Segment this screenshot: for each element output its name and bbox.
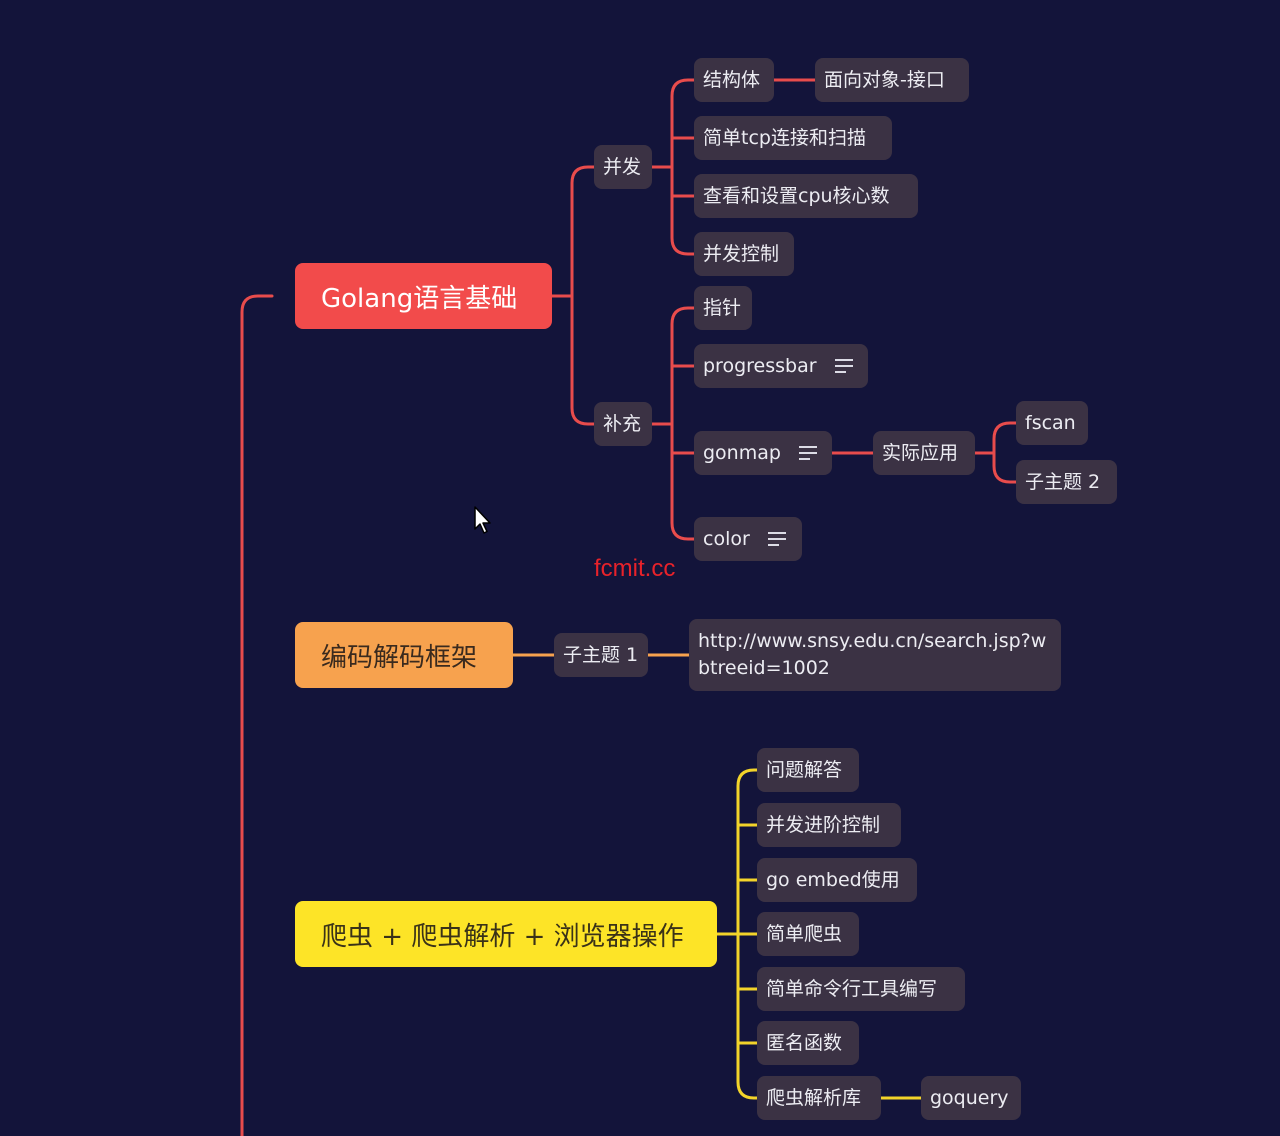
node-jiegouti[interactable]: 结构体: [694, 58, 774, 102]
node-fscan[interactable]: fscan: [1016, 401, 1088, 445]
connector-pachong-top: [736, 768, 759, 936]
root-spine: [240, 294, 274, 1136]
node-cpu[interactable]: 查看和设置cpu核心数: [694, 174, 918, 218]
node-zizhuti-2[interactable]: 子主题 2: [1016, 460, 1117, 504]
node-tcp[interactable]: 简单tcp连接和扫描: [694, 116, 892, 160]
connector-shiji-fscan: [992, 421, 1018, 455]
connector-pachong-bottom: [736, 932, 759, 1100]
node-binfa-kongzhi[interactable]: 并发控制: [694, 232, 794, 276]
note-icon[interactable]: [798, 446, 817, 460]
node-shiji-yingyong[interactable]: 实际应用: [873, 431, 975, 475]
node-progressbar[interactable]: progressbar: [694, 344, 868, 388]
note-icon[interactable]: [834, 359, 853, 373]
connector-binfa-top: [670, 78, 696, 169]
node-mingling-gongju[interactable]: 简单命令行工具编写: [757, 967, 965, 1011]
node-buchong[interactable]: 补充: [594, 402, 652, 446]
node-zizhuti-1[interactable]: 子主题 1: [554, 633, 648, 677]
connector-binfa-bottom: [670, 165, 696, 256]
node-url[interactable]: http://www.snsy.edu.cn/search.jsp?wbtree…: [689, 619, 1061, 691]
node-go-embed[interactable]: go embed使用: [757, 858, 917, 902]
note-icon[interactable]: [767, 532, 786, 546]
node-niming-hanshu[interactable]: 匿名函数: [757, 1021, 859, 1065]
mouse-cursor-icon: [474, 506, 491, 534]
node-gonmap[interactable]: gonmap: [694, 431, 832, 475]
node-binfa-jinjie[interactable]: 并发进阶控制: [757, 803, 901, 847]
node-zhizhen[interactable]: 指针: [694, 286, 752, 330]
main-node-golang[interactable]: Golang语言基础: [295, 263, 552, 329]
main-node-bianma[interactable]: 编码解码框架: [295, 622, 513, 688]
connector-golang-buchong: [570, 294, 596, 426]
node-progressbar-label: progressbar: [703, 355, 817, 377]
node-color[interactable]: color: [694, 517, 802, 561]
node-jiandan-pachong[interactable]: 简单爬虫: [757, 912, 859, 956]
connector-golang-binfa: [570, 165, 596, 298]
node-wenti-jieda[interactable]: 问题解答: [757, 748, 859, 792]
node-mianxiang-jiekou[interactable]: 面向对象-接口: [815, 58, 969, 102]
node-pachong-jiexiku[interactable]: 爬虫解析库: [757, 1076, 881, 1120]
node-binfa[interactable]: 并发: [594, 145, 652, 189]
watermark-text: fcmit.cc: [594, 555, 676, 582]
connector-buchong-top: [670, 306, 696, 426]
node-color-label: color: [703, 528, 750, 550]
node-goquery[interactable]: goquery: [921, 1076, 1021, 1120]
node-gonmap-label: gonmap: [703, 442, 781, 464]
connector-shiji-zizhuti2: [992, 451, 1018, 484]
connector-buchong-bottom: [670, 422, 696, 541]
main-node-pachong[interactable]: 爬虫 + 爬虫解析 + 浏览器操作: [295, 901, 717, 967]
